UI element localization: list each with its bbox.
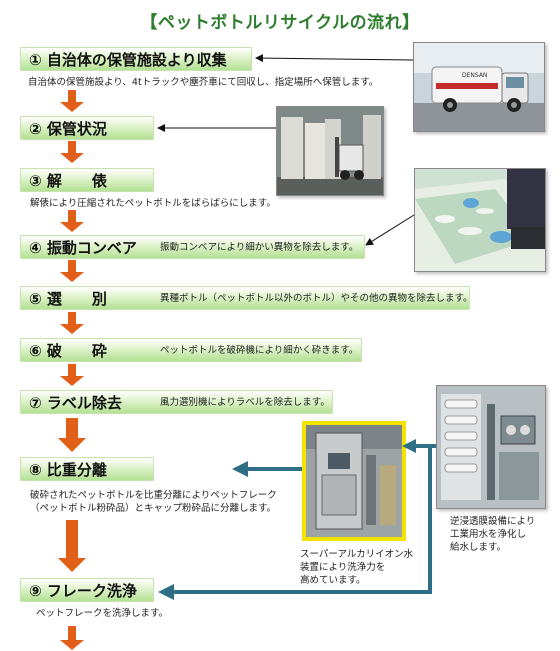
down-arrow-6 (60, 364, 84, 386)
reverse-osmosis-caption-line-3: 給水します。 (450, 542, 507, 553)
reverse-osmosis-caption-line-1: 逆浸透膜設備により (450, 516, 536, 527)
alkaline-water-caption-line-3: 高めています。 (300, 575, 366, 586)
step-3-note: 解俵により圧縮されたペットボトルをばらばらにします。 (30, 198, 276, 209)
down-arrow-2 (60, 141, 84, 163)
step-5-note: 異種ボトル（ペットボトル以外のボトル）やその他の異物を除去します。 (160, 293, 473, 304)
page-title: 【ペットボトルリサイクルの流れ】 (140, 13, 420, 33)
step-2-label: ② 保管状況 (29, 120, 107, 138)
step-9-note: ペットフレークを洗浄します。 (36, 608, 169, 619)
step-1-bar: ① 自治体の保管施設より収集 (20, 47, 252, 71)
step-3-label: ③ 解 俵 (29, 172, 107, 190)
step-8-note-line-2: （ペットボトル粉砕品）とキャップ粉砕品に分離します。 (30, 503, 277, 514)
step-5-label: ⑤ 選 別 (29, 290, 107, 308)
step-1-label: ① 自治体の保管施設より収集 (29, 51, 227, 69)
step-1-note: 自治体の保管施設より、4tトラックや塵芥車にて回収し、指定場所へ保管します。 (28, 77, 379, 88)
ro-to-flake-wash-arrow (158, 446, 432, 600)
conveyor-pointer-arrow (365, 214, 415, 246)
alkaline-water-caption-line-2: 装置により洗浄力を (300, 562, 386, 573)
water-to-separation-arrow (232, 461, 302, 477)
alkaline-water-caption-line-1: スーパーアルカリイオン水 (300, 549, 414, 560)
down-arrow-3 (60, 210, 84, 232)
down-arrow-8 (58, 520, 86, 572)
step-9-label: ⑨ フレーク洗浄 (29, 582, 137, 600)
step-4-bar: ④ 振動コンベア (20, 235, 365, 259)
alkaline-water-photo (302, 421, 406, 541)
reverse-osmosis-caption-line-2: 工業用水を浄化し (450, 529, 527, 540)
step-6-note: ペットボトルを破砕機により細かく砕きます。 (160, 345, 359, 356)
down-arrow-4 (60, 260, 84, 282)
step-3-bar: ③ 解 俵 (20, 168, 154, 192)
step-8-bar: ⑧ 比重分離 (20, 457, 154, 481)
down-arrow-7 (58, 418, 86, 452)
conveyor-photo (414, 168, 546, 272)
step-2-bar: ② 保管状況 (20, 116, 154, 140)
step-7-label: ⑦ ラベル除去 (29, 394, 122, 412)
truck-pointer-arrow (255, 54, 414, 63)
step-5-bar: ⑤ 選 別 (20, 286, 470, 310)
down-arrow-1 (60, 90, 84, 112)
storage-photo (276, 106, 384, 196)
ro-to-water-arrow (402, 439, 436, 453)
reverse-osmosis-photo (436, 385, 546, 509)
truck-photo: DENSAN (413, 42, 545, 132)
step-7-note: 風力選別機によりラベルを除去します。 (160, 397, 330, 408)
step-9-bar: ⑨ フレーク洗浄 (20, 578, 154, 602)
step-8-note-line-1: 破砕されたペットボトルを比重分離によりペットフレーク (30, 490, 277, 501)
step-6-bar: ⑥ 破 砕 (20, 338, 362, 362)
down-arrow-9 (60, 626, 84, 650)
step-6-label: ⑥ 破 砕 (29, 342, 107, 360)
truck-logo-text: DENSAN (462, 72, 487, 79)
down-arrow-5 (60, 312, 84, 334)
step-7-bar: ⑦ ラベル除去 (20, 390, 333, 414)
step-4-label: ④ 振動コンベア (29, 239, 137, 257)
step-8-label: ⑧ 比重分離 (29, 461, 107, 479)
step-4-note: 振動コンベアにより細かい異物を除去します。 (160, 242, 359, 253)
